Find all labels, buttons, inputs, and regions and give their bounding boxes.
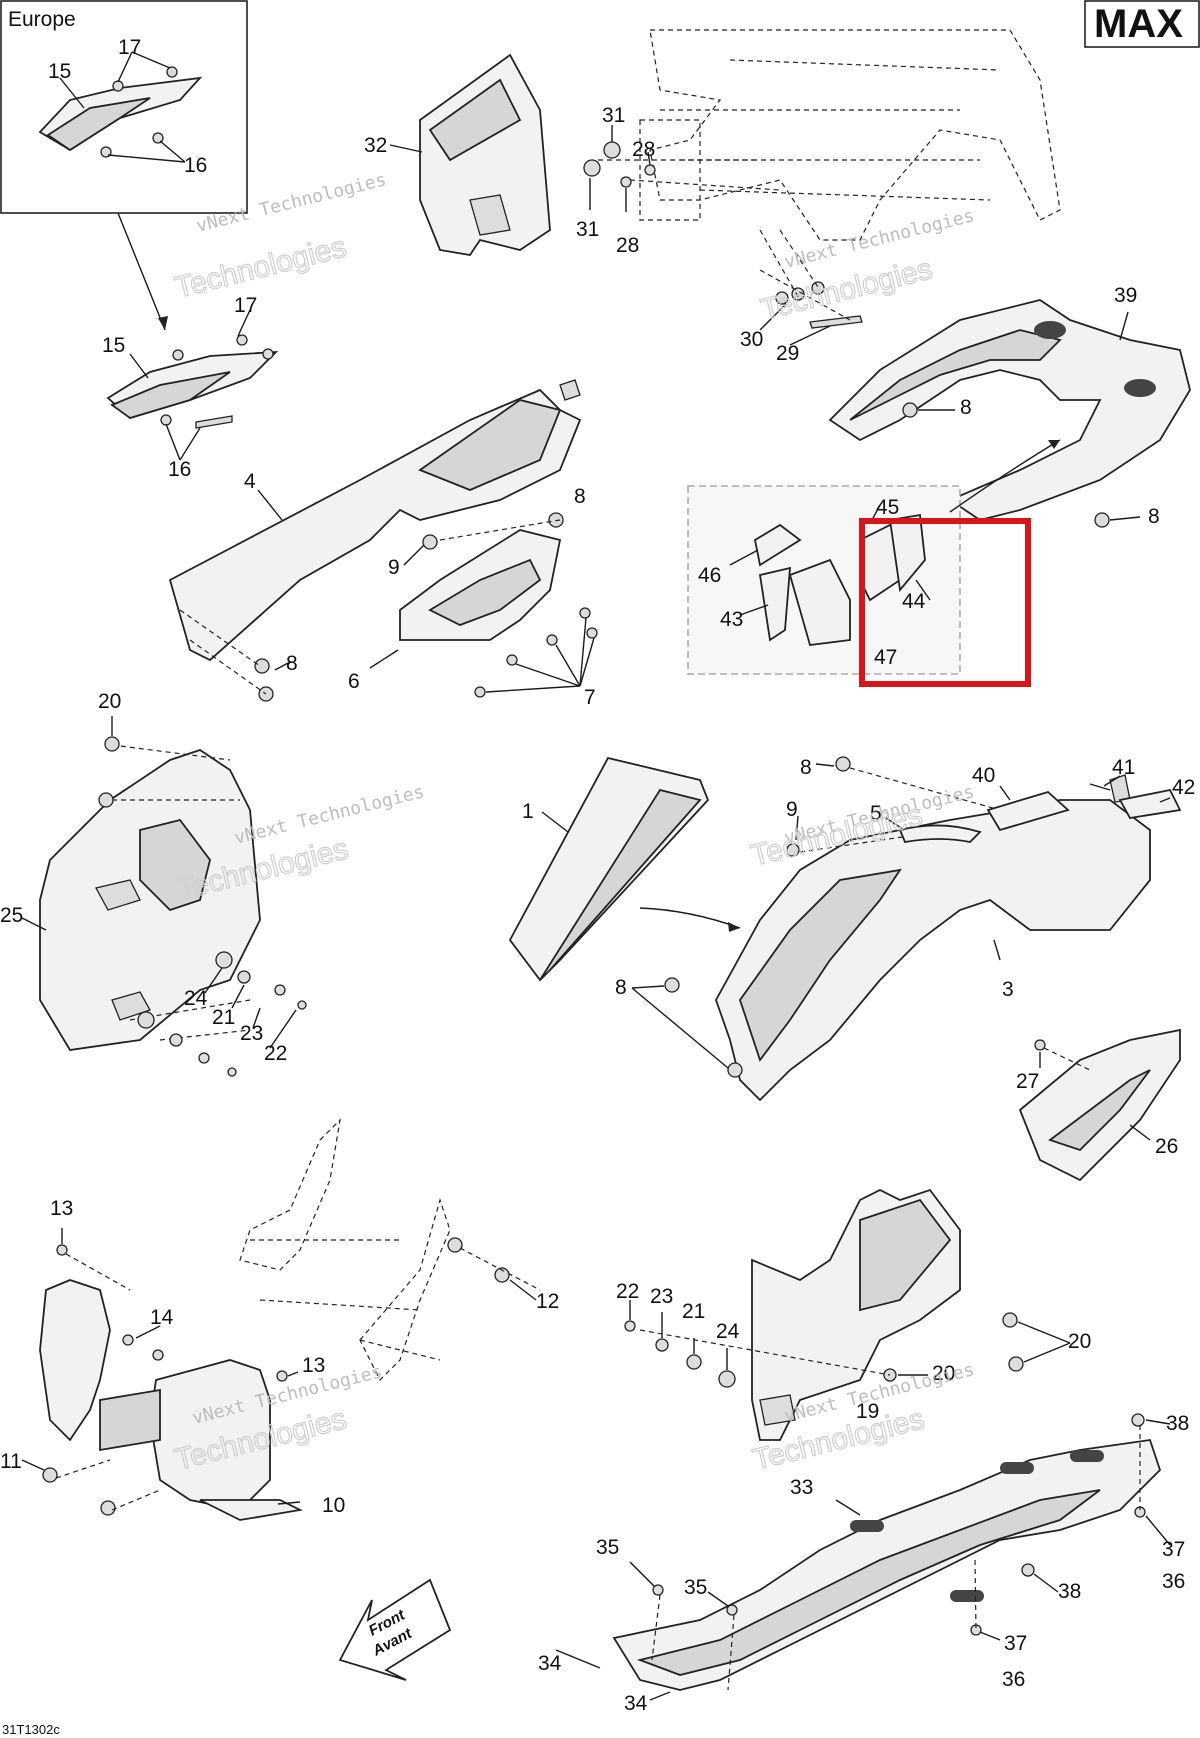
callout-28: 28	[632, 138, 655, 161]
callout-17-2: 17	[234, 294, 257, 317]
callout-16: 16	[184, 154, 207, 177]
callout-23: 23	[240, 1022, 263, 1045]
callout-20-3: 20	[932, 1362, 955, 1385]
callout-22-2: 22	[616, 1280, 639, 1303]
callout-15: 15	[48, 60, 71, 83]
footer-code: 31T1302c	[2, 1722, 60, 1737]
region-label: Europe	[8, 8, 76, 31]
callout-38-2: 38	[1058, 1580, 1081, 1603]
callout-41: 41	[1112, 756, 1135, 779]
callout-8: 8	[960, 396, 972, 419]
callout-12: 12	[536, 1290, 559, 1313]
callout-36: 36	[1162, 1570, 1185, 1593]
callout-19: 19	[856, 1400, 879, 1423]
callout-20: 20	[98, 690, 121, 713]
callout-24-2: 24	[716, 1320, 740, 1343]
model-box	[1084, 0, 1200, 48]
callout-36-2: 36	[1002, 1668, 1025, 1691]
highlight-box	[859, 518, 1031, 687]
callout-37: 37	[1162, 1538, 1185, 1561]
callout-31: 31	[602, 104, 625, 127]
part-3-side-panel	[715, 774, 1151, 1102]
callout-34-2: 34	[624, 1692, 648, 1715]
callout-24: 24	[184, 987, 208, 1010]
callout-32: 32	[364, 134, 387, 157]
callout-4: 4	[244, 470, 256, 493]
part-10-bumper	[39, 1279, 303, 1521]
callout-45: 45	[876, 496, 899, 519]
part-15-rail	[106, 350, 279, 420]
callout-7: 7	[584, 686, 596, 709]
part-1-panel	[508, 756, 710, 982]
callout-1: 1	[522, 800, 534, 823]
callout-20-2: 20	[1068, 1330, 1091, 1353]
callout-35: 35	[596, 1536, 619, 1559]
callout-16-2: 16	[168, 458, 191, 481]
callout-28-2: 28	[616, 234, 639, 257]
callout-27: 27	[1016, 1070, 1039, 1093]
callout-11: 11	[0, 1450, 22, 1473]
europe-inset	[0, 0, 248, 214]
front-arrow	[338, 1578, 452, 1681]
part-32-bracket	[419, 53, 551, 256]
callout-13: 13	[50, 1197, 73, 1220]
watermark-2: vNext Technologies	[782, 205, 976, 273]
callout-30: 30	[740, 328, 763, 351]
callout-26: 26	[1155, 1135, 1178, 1158]
frame-phantom-bottom	[239, 1118, 451, 1382]
callout-21-2: 21	[682, 1300, 705, 1323]
callout-25: 25	[0, 904, 23, 927]
callout-9-2: 9	[786, 798, 798, 821]
callout-34: 34	[538, 1652, 562, 1675]
callout-35-2: 35	[684, 1576, 707, 1599]
part-25-front-panel	[39, 749, 261, 1051]
part-33-running-board	[612, 1439, 1162, 1691]
callout-40: 40	[972, 764, 995, 787]
callout-21: 21	[212, 1006, 235, 1029]
part-rear-fender	[828, 299, 1191, 521]
callout-9: 9	[388, 556, 400, 579]
callout-37-2: 37	[1004, 1632, 1027, 1655]
callout-44: 44	[902, 590, 926, 613]
callout-14: 14	[150, 1306, 174, 1329]
part-6-footwell	[399, 529, 562, 641]
callout-38: 38	[1166, 1412, 1189, 1435]
callout-31-2: 31	[576, 218, 599, 241]
callout-46: 46	[698, 564, 721, 587]
callout-39: 39	[1114, 284, 1137, 307]
callout-3: 3	[1002, 978, 1014, 1001]
callout-6: 6	[348, 670, 360, 693]
callout-8-3: 8	[574, 485, 586, 508]
callout-17: 17	[118, 36, 141, 59]
callout-22: 22	[264, 1042, 287, 1065]
callout-23-2: 23	[650, 1285, 673, 1308]
frame-phantom-top	[639, 29, 1061, 241]
callout-8-5: 8	[800, 756, 812, 779]
callout-33: 33	[790, 1476, 813, 1499]
callout-47: 47	[874, 646, 897, 669]
part-26-trim	[1018, 1028, 1181, 1182]
model-label: MAX	[1094, 2, 1183, 46]
callout-43: 43	[720, 608, 743, 631]
callout-10: 10	[322, 1494, 345, 1517]
callout-8-6: 8	[615, 976, 627, 999]
watermark-1b: Technologies	[172, 230, 350, 304]
callout-42: 42	[1172, 776, 1195, 799]
part-19-side-panel	[751, 1188, 961, 1441]
callout-13-2: 13	[302, 1354, 325, 1377]
callout-8-2: 8	[1148, 505, 1160, 528]
callout-labels: 1345678888889910111213131415151616171719…	[0, 36, 1195, 1715]
part-4-side-panel	[168, 379, 582, 662]
callout-15-2: 15	[102, 334, 125, 357]
callout-8-4: 8	[286, 652, 298, 675]
callout-29: 29	[776, 342, 799, 365]
callout-5: 5	[870, 802, 882, 825]
